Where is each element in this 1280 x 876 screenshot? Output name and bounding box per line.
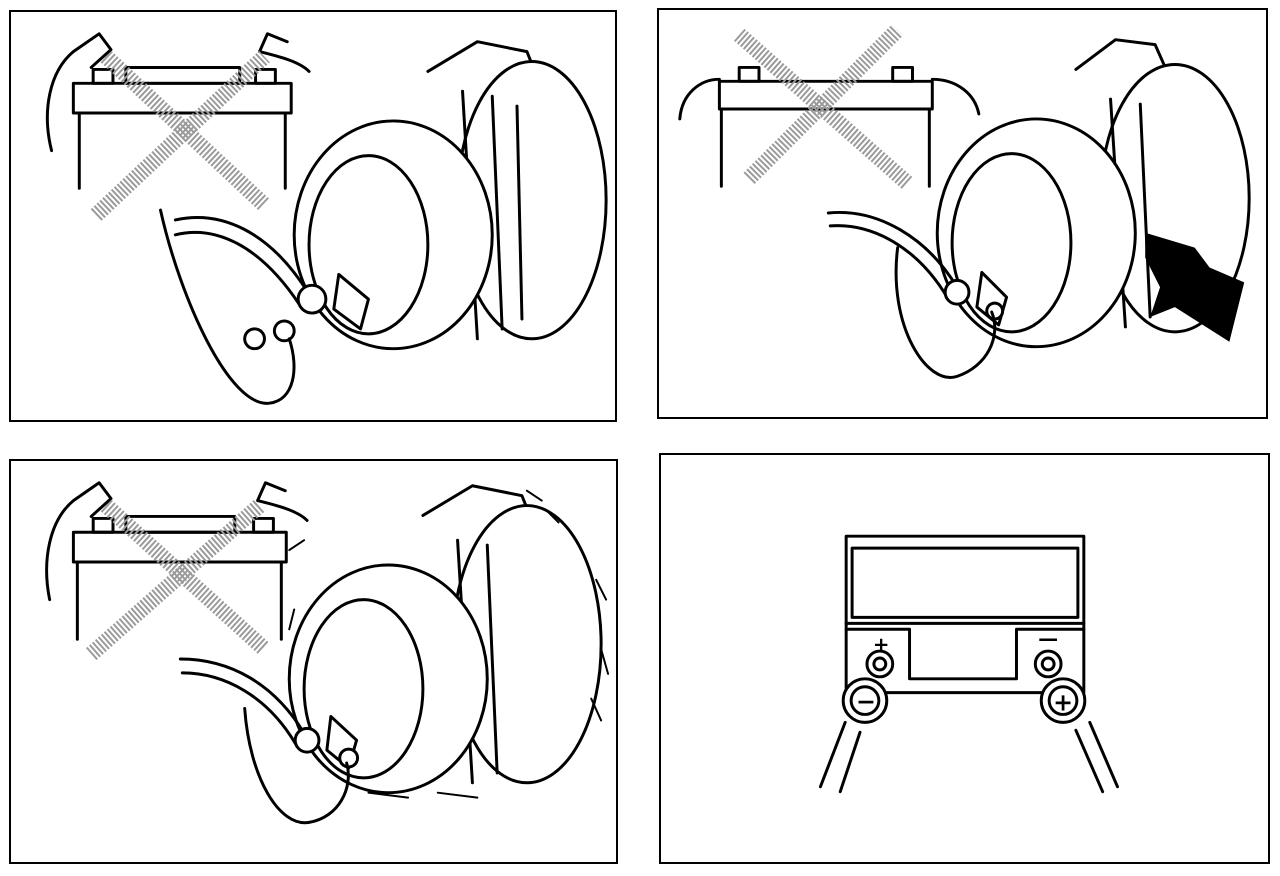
crossout-mark bbox=[733, 24, 913, 190]
battery-icon bbox=[71, 65, 293, 190]
battery-positive-sign: + bbox=[873, 633, 890, 656]
battery-icon bbox=[844, 534, 1086, 695]
clamp-negative-sign: − bbox=[856, 687, 876, 715]
alternator-icon bbox=[292, 40, 608, 351]
diagram-panel-3 bbox=[45, 481, 610, 825]
panel-disconnect-cable bbox=[9, 10, 617, 422]
panel-remove-alternator bbox=[657, 8, 1268, 419]
clamp-positive-sign: + bbox=[1053, 688, 1073, 716]
cable-icon bbox=[826, 210, 1009, 379]
crossout-mark bbox=[85, 499, 270, 661]
diagram-panel-1 bbox=[45, 32, 608, 405]
cable-icon bbox=[178, 657, 360, 825]
battery-clamp-icon bbox=[45, 481, 309, 602]
alternator-icon bbox=[935, 38, 1251, 349]
panel-battery-polarity: + — − + bbox=[659, 453, 1270, 864]
diagram-panel-2 bbox=[678, 24, 1251, 379]
diagram-panel-4: + — − + bbox=[818, 534, 1119, 794]
right-clamp-icon bbox=[1039, 677, 1119, 794]
battery-icon bbox=[678, 65, 981, 188]
left-clamp-icon bbox=[818, 677, 889, 794]
panel-alternator-running bbox=[9, 459, 618, 864]
arrow-icon bbox=[1145, 232, 1245, 342]
crossout-mark bbox=[90, 50, 270, 221]
battery-negative-sign: — bbox=[1038, 627, 1058, 650]
cable-icon bbox=[159, 208, 370, 405]
alternator-icon bbox=[287, 484, 610, 799]
